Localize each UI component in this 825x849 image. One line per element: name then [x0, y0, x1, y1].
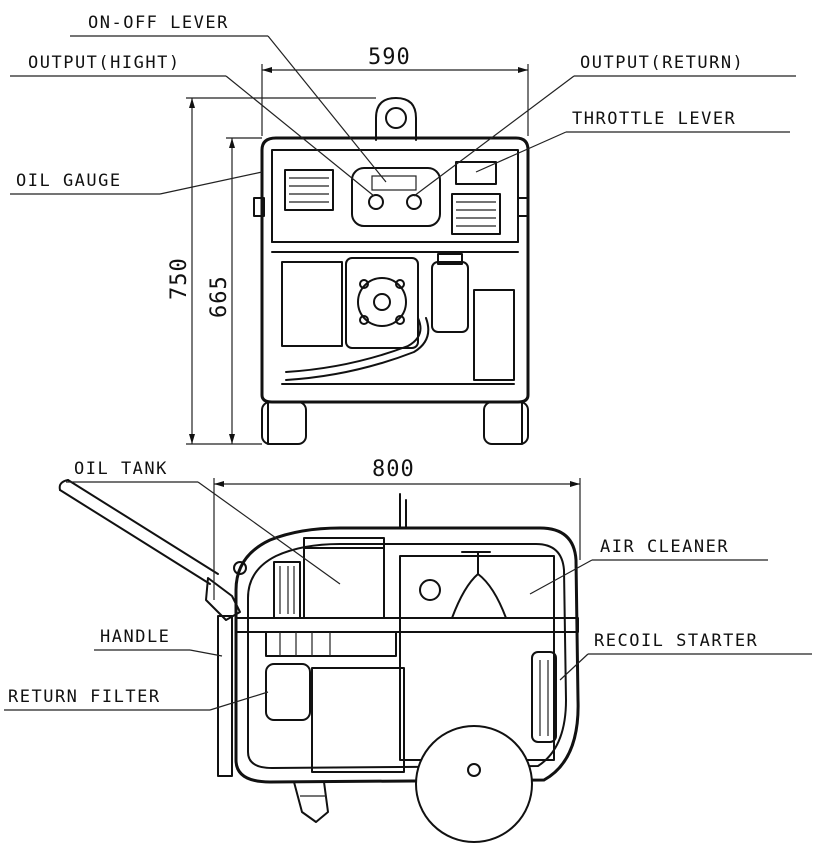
lifting-eye [375, 97, 417, 141]
control-panel [271, 149, 519, 243]
label-output-return: OUTPUT(RETURN) [580, 53, 744, 73]
front-pump [281, 253, 515, 385]
front-view [253, 97, 530, 445]
side-frame [234, 526, 580, 784]
front-return-filter [431, 261, 469, 333]
label-output-hight: OUTPUT(HIGHT) [28, 53, 181, 73]
side-handle [58, 479, 247, 777]
dim-width-front: 590 [368, 45, 411, 70]
label-throttle-lever: THROTTLE LEVER [572, 109, 736, 129]
label-oil-gauge: OIL GAUGE [16, 171, 122, 191]
side-air-cleaner [451, 573, 507, 619]
label-air-cleaner: AIR CLEANER [600, 537, 729, 557]
front-labels: ON-OFF LEVER OUTPUT(HIGHT) OUTPUT(RETURN… [10, 13, 796, 197]
label-on-off-lever: ON-OFF LEVER [88, 13, 229, 33]
front-dimensions: 590 750 665 [167, 45, 529, 445]
side-engine [399, 551, 555, 761]
dim-height-frame: 665 [207, 275, 232, 318]
label-oil-tank: OIL TANK [74, 459, 168, 479]
side-view [58, 479, 580, 843]
side-motor-box [311, 667, 405, 773]
dim-length-side: 800 [372, 457, 415, 482]
front-decal-right [451, 161, 501, 235]
label-handle: HANDLE [100, 627, 170, 647]
label-return-filter: RETURN FILTER [8, 687, 161, 707]
dim-height-total: 750 [167, 257, 192, 300]
output-return-port [406, 194, 422, 210]
front-feet [261, 401, 529, 445]
side-labels: OIL TANK AIR CLEANER HANDLE RECOIL START… [4, 459, 812, 711]
side-oil-tank [273, 537, 385, 619]
side-wheel [415, 725, 533, 843]
side-return-filter [265, 631, 397, 721]
front-decal-left [284, 169, 334, 211]
side-foot [293, 781, 329, 823]
side-dimensions: 800 [213, 457, 581, 600]
output-hight-port [368, 194, 384, 210]
side-recoil-starter [531, 651, 557, 743]
label-recoil-starter: RECOIL STARTER [594, 631, 758, 651]
